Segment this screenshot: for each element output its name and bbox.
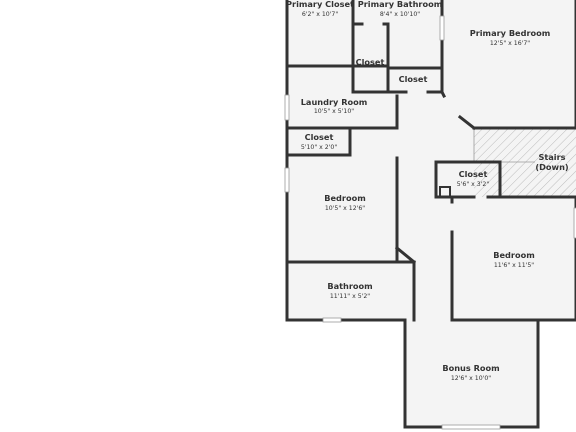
- bedroom-right-label: Bedroom: [493, 250, 534, 260]
- bath-closet-label: Closet: [356, 57, 385, 67]
- bedroom-closet-dims: 5'10" x 2'0": [301, 144, 338, 151]
- stairs-label: Stairs: [538, 152, 565, 162]
- bedroom-left-dims: 10'5" x 12'6": [325, 205, 365, 212]
- laundry-room-dims: 10'5" x 5'10": [314, 108, 354, 115]
- hall-closet-mid-label: Closet: [459, 169, 488, 179]
- bedroom-right-dims: 11'6" x 11'5": [494, 262, 534, 269]
- floor-area: [287, 0, 576, 427]
- primary-bathroom-dims: 8'4" x 10'10": [380, 11, 420, 18]
- hall-closet-mid-dims: 5'6" x 3'2": [457, 181, 490, 188]
- primary-bedroom-dims: 12'5" x 16'7": [490, 40, 530, 47]
- room-labels: Primary Closet 6'2" x 10'7" Primary Bath…: [286, 0, 569, 382]
- bonus-room-dims: 12'6" x 10'0": [451, 375, 491, 382]
- stairs-direction: (Down): [535, 162, 569, 172]
- bedroom-left-label: Bedroom: [324, 193, 365, 203]
- primary-bedroom-label: Primary Bedroom: [470, 28, 551, 38]
- windows: [284, 15, 576, 430]
- hall-closet-top-label: Closet: [399, 74, 428, 84]
- primary-closet-dims: 6'2" x 10'7": [302, 11, 339, 18]
- walls: [285, 0, 576, 429]
- laundry-room-label: Laundry Room: [301, 97, 368, 107]
- primary-closet-label: Primary Closet: [286, 0, 354, 9]
- bonus-room-label: Bonus Room: [442, 363, 499, 373]
- bathroom-dims: 11'11" x 5'2": [330, 293, 370, 300]
- bedroom-closet-label: Closet: [305, 132, 334, 142]
- bathroom-label: Bathroom: [327, 281, 372, 291]
- primary-bathroom-label: Primary Bathroom: [358, 0, 442, 9]
